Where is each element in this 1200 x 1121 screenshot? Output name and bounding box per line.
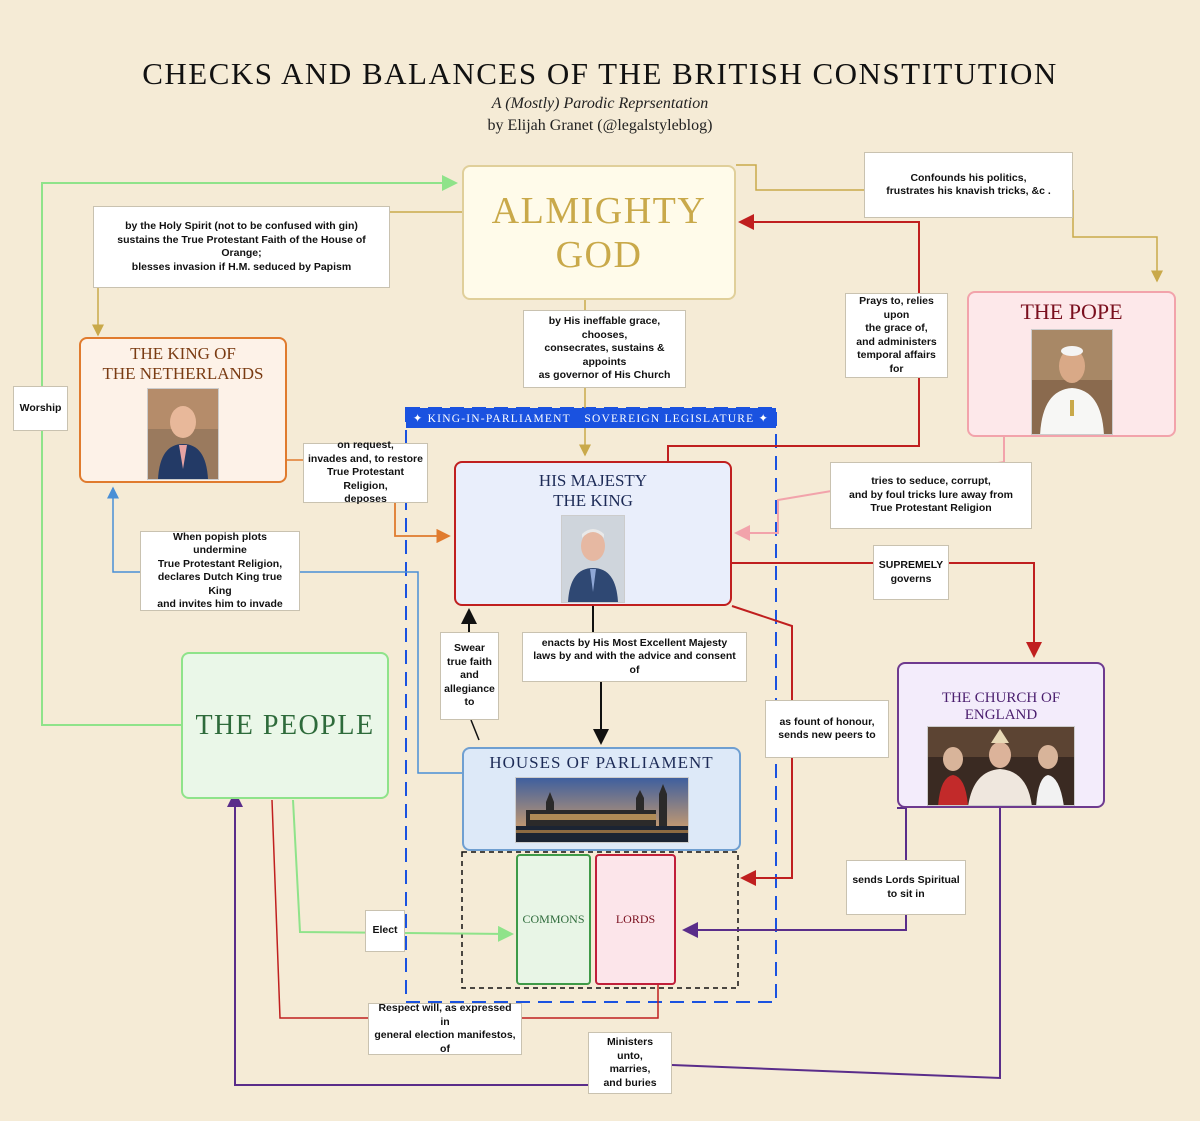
node-the-people: THE PEOPLE — [181, 652, 389, 799]
node-label: THE CHURCH OF ENGLAND — [941, 690, 1061, 723]
archbishop-photo — [927, 726, 1075, 806]
node-lords: LORDS — [595, 854, 676, 985]
node-label: THE KING OF THE NETHERLANDS — [102, 344, 264, 383]
note-ministers-unto: Ministers unto, marries, and buries — [588, 1032, 672, 1094]
dutch-king-portrait — [147, 388, 219, 480]
diagram-title: CHECKS AND BALANCES OF THE BRITISH CONST… — [142, 56, 1058, 91]
note-holy-spirit: by the Holy Spirit (not to be confused w… — [93, 206, 390, 288]
note-invades: on request, invades and, to restore True… — [303, 439, 428, 505]
node-label: THE POPE — [1020, 299, 1123, 324]
note-confounds: Confounds his politics, frustrates his k… — [864, 152, 1073, 218]
note-popish-plots: When popish plots undermine True Protest… — [140, 531, 300, 611]
node-the-pope: THE POPE — [967, 291, 1176, 437]
note-supremely-governs: SUPREMELY governs — [873, 545, 949, 600]
note-swear-allegiance: Swear true faith and allegiance to — [440, 632, 499, 720]
diagram-subtitle: A (Mostly) Parodic Reprsentation — [491, 95, 709, 112]
note-ineffable-grace: by His ineffable grace, chooses, consecr… — [523, 310, 686, 388]
note-respect-will: Respect will, as expressed in general el… — [368, 1002, 522, 1055]
node-church-of-england: THE CHURCH OF ENGLAND — [897, 662, 1105, 808]
node-houses-of-parliament: HOUSES OF PARLIAMENT — [462, 747, 741, 851]
note-worship: Worship — [13, 386, 68, 431]
note-lords-spiritual: sends Lords Spiritual to sit in — [846, 860, 966, 915]
pope-portrait — [1030, 329, 1113, 435]
parliament-photo — [514, 777, 689, 843]
note-prays-to: Prays to, relies upon the grace of, and … — [845, 293, 948, 378]
banner-left-text: ✦ KING-IN-PARLIAMENT — [412, 413, 571, 425]
banner-right-text: SOVEREIGN LEGISLATURE ✦ — [584, 413, 770, 425]
note-enacts: enacts by His Most Excellent Majesty law… — [522, 632, 747, 682]
king-in-parliament-banner: ✦ KING-IN-PARLIAMENT SOVEREIGN LEGISLATU… — [406, 408, 776, 428]
node-almighty-god: ALMIGHTY GOD — [462, 165, 736, 300]
node-king-of-netherlands: THE KING OF THE NETHERLANDS — [79, 337, 287, 483]
note-elect: Elect — [365, 910, 405, 952]
node-his-majesty-the-king: HIS MAJESTY THE KING — [454, 461, 732, 606]
note-seduce: tries to seduce, corrupt, and by foul tr… — [830, 462, 1032, 529]
node-label: HIS MAJESTY THE KING — [538, 471, 648, 510]
diagram-byline: by Elijah Granet (@legalstyleblog) — [487, 117, 713, 134]
node-commons: COMMONS — [516, 854, 591, 985]
note-fount-of-honour: as fount of honour, sends new peers to — [765, 700, 889, 758]
node-label: HOUSES OF PARLIAMENT — [489, 753, 714, 772]
king-portrait — [561, 515, 625, 603]
